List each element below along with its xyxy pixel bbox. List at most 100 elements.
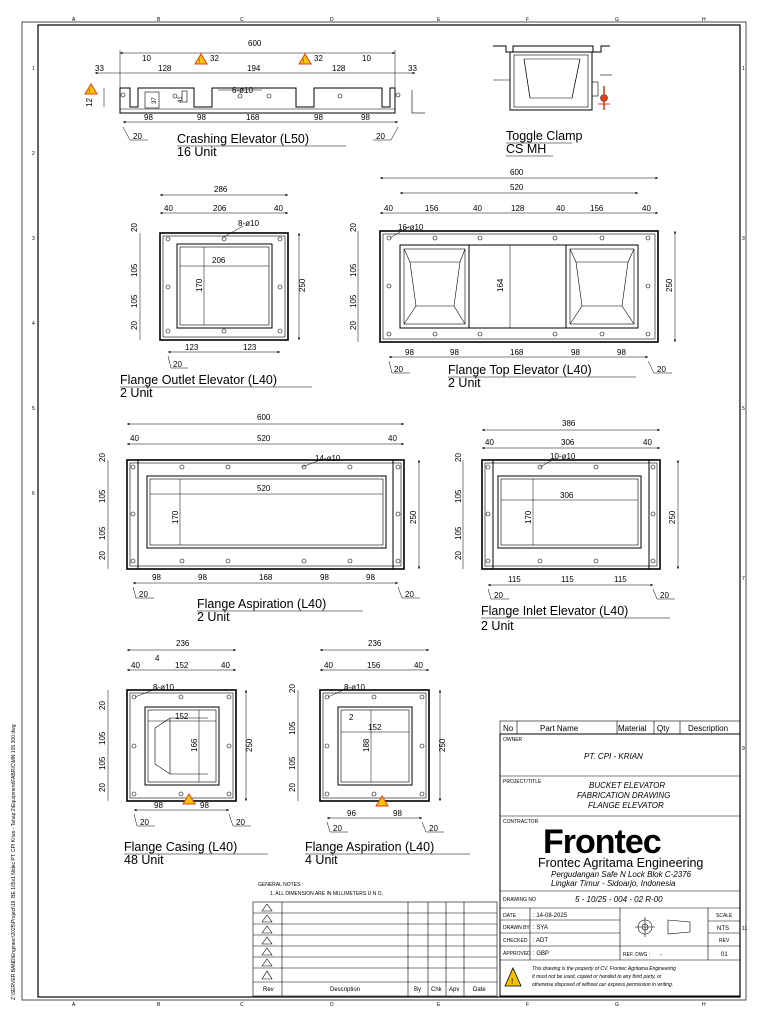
dim-98: 98: [366, 573, 375, 582]
outer-border: [21, 21, 747, 1001]
parts-name-header: Part Name: [540, 724, 579, 733]
general-notes-heading: GENERAL NOTES :: [258, 882, 303, 888]
hole-callout: 16-ø10: [398, 223, 424, 232]
row-number: 5: [32, 406, 35, 412]
dim-168: 168: [510, 348, 524, 357]
toggle-clamp-view: [493, 45, 612, 111]
dim-inner-306: 306: [560, 491, 574, 500]
dim-170: 170: [524, 510, 533, 524]
dim-40: 40: [221, 661, 230, 670]
by-col-header: By: [414, 987, 421, 993]
disclaimer-line-2: It must not be used, copied or handed to…: [532, 974, 662, 980]
dim-98: 98: [571, 348, 580, 357]
dim-20: 20: [660, 591, 669, 600]
dim-20: 20: [98, 551, 107, 560]
dim-123: 123: [243, 343, 257, 352]
dim-98: 98: [152, 573, 161, 582]
flange-outlet-view: 286 40 206 40 8-ø10 206 170 250 20 105 1…: [130, 185, 307, 369]
dim-152: 152: [175, 661, 189, 670]
dim-520: 520: [510, 183, 524, 192]
dim-98: 98: [361, 113, 370, 122]
dim-306: 306: [561, 438, 575, 447]
dim-128: 128: [158, 64, 172, 73]
dim-128: 128: [332, 64, 346, 73]
dim-inner-520: 520: [257, 484, 271, 493]
part-title: Crashing Elevator (L50): [177, 132, 309, 146]
revision-table: Rev Description By Chk Apv Date: [252, 901, 498, 997]
dim-20: 20: [454, 551, 463, 560]
col-letter: B: [157, 1002, 161, 1008]
dim-20: 20: [139, 590, 148, 599]
dim-20: 20: [454, 453, 463, 462]
parts-list-header: No Part Name Material Qty Description: [499, 720, 741, 735]
dim-10: 10: [362, 54, 371, 63]
dim-105: 105: [288, 721, 297, 735]
approved-value: : GBP: [533, 951, 549, 957]
col-letter: H: [702, 17, 706, 23]
row-number: 9: [742, 746, 745, 752]
dim-2: 2: [349, 713, 354, 722]
flange-aspiration-small-view: 236 40 156 40 8-ø10 2 152 188 250 20 105…: [288, 639, 447, 833]
row-number: 11: [742, 926, 747, 932]
dim-overall: 600: [510, 168, 524, 177]
dim-105: 105: [130, 263, 139, 277]
drawn-by-label: DRAWN BY: [503, 925, 530, 931]
company-logo: Frontec: [543, 823, 661, 861]
dim-166: 166: [190, 738, 199, 752]
dim-168: 168: [259, 573, 273, 582]
dim-40: 40: [414, 661, 423, 670]
dim-20: 20: [394, 365, 403, 374]
dim-32: 32: [314, 54, 323, 63]
dim-40: 40: [643, 438, 652, 447]
col-letter: E: [437, 1002, 441, 1008]
row-number: 3: [742, 236, 745, 242]
dim-40: 40: [164, 204, 173, 213]
dim-20: 20: [429, 824, 438, 833]
dim-40: 40: [485, 438, 494, 447]
project-line-2: FABRICATION DRAWING: [577, 791, 670, 800]
ref-dwg-label: REF. DWG :: [623, 952, 650, 958]
part-title: Flange Inlet Elevator (L40): [481, 604, 628, 618]
col-letter: A: [72, 17, 76, 23]
warning-icon: [375, 795, 389, 807]
dim-105: 105: [98, 489, 107, 503]
dim-98: 98: [314, 113, 323, 122]
company-address-2: Lingkar Timur - Sidoarjo, Indonesia: [551, 879, 676, 888]
dim-250: 250: [245, 738, 254, 752]
part-qty: 48 Unit: [124, 853, 164, 867]
dim-168: 168: [246, 113, 260, 122]
general-notes-line: 1. ALL DIMENSION ARE IN MILLIMETERS U N …: [270, 891, 383, 897]
dim-41: 41: [178, 96, 184, 103]
dim-overall: 286: [214, 185, 228, 194]
dim-40: 40: [130, 434, 139, 443]
dim-33: 33: [95, 64, 104, 73]
part-title: Flange Outlet Elevator (L40): [120, 373, 277, 387]
rev-col-header: Rev: [263, 987, 274, 993]
dim-98: 98: [617, 348, 626, 357]
checked-label: CHECKED: [503, 938, 528, 944]
col-letter: F: [526, 1002, 529, 1008]
dim-40: 40: [556, 204, 565, 213]
frame-row-markers: 1 2 3 4 5 6 1 3 5 7 9 11: [32, 66, 747, 932]
disclaimer-line-3: otherwise disposed of without our expres…: [532, 982, 673, 988]
dim-40: 40: [473, 204, 482, 213]
toggle-clamp-subtitle: CS MH: [506, 142, 546, 156]
row-number: 5: [742, 406, 745, 412]
row-number: 7: [742, 576, 745, 582]
project-line-1: BUCKET ELEVATOR: [589, 781, 665, 790]
approved-label: APPROVED: [503, 951, 531, 957]
row-number: 4: [32, 321, 35, 327]
col-letter: E: [437, 17, 441, 23]
dim-250: 250: [409, 510, 418, 524]
dim-4: 4: [155, 654, 160, 663]
company-name: Frontec Agritama Engineering: [538, 856, 703, 870]
dim-10: 10: [142, 54, 151, 63]
dim-20: 20: [657, 365, 666, 374]
part-qty: 2 Unit: [481, 619, 514, 633]
dim-170: 170: [171, 510, 180, 524]
dim-20: 20: [130, 321, 139, 330]
dim-20: 20: [98, 453, 107, 462]
row-number: 2: [32, 151, 35, 157]
col-letter: D: [330, 17, 334, 23]
